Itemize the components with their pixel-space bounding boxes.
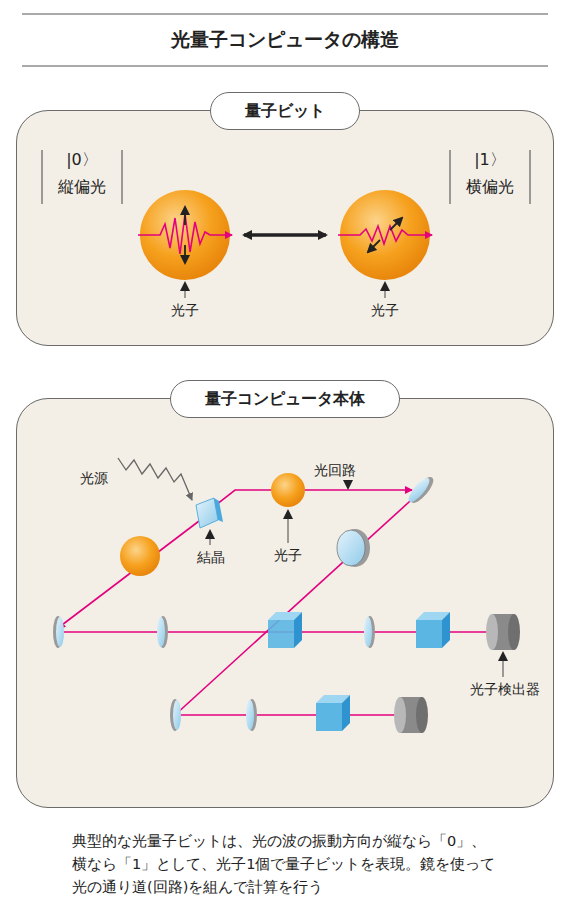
leader — [185, 283, 186, 298]
polarization-label: 横偏光 — [466, 177, 514, 196]
photon-horizontal — [338, 190, 432, 280]
wave-plate — [337, 529, 370, 567]
leader — [210, 481, 503, 677]
crystal — [196, 498, 223, 528]
caption: 典型的な光量子ビットは、光の波の振動方向が縦なら「0」、横なら「1」として、光子… — [72, 830, 500, 900]
panel-box: 量子コンピュータ本体 — [16, 398, 554, 808]
state-ket: |1〉 — [474, 150, 506, 169]
double-arrow — [244, 233, 326, 237]
part-label: 光回路 — [314, 462, 356, 479]
rule — [22, 14, 548, 15]
light-ray — [118, 458, 192, 500]
part-label: 光源 — [80, 470, 108, 487]
part-label: 結晶 — [197, 549, 225, 566]
leader — [385, 283, 386, 298]
part-label: 光子検出器 — [470, 681, 540, 698]
panel-heading: 量子ビット — [210, 92, 360, 130]
part-label: 光子 — [371, 302, 399, 319]
panel-ground — [16, 398, 554, 808]
optical-path — [58, 490, 492, 715]
polarization-label: 縦偏光 — [58, 177, 106, 196]
panel-box: 量子ビット — [16, 110, 554, 346]
photon — [120, 536, 160, 576]
mirror — [53, 474, 437, 731]
bracket — [42, 150, 530, 204]
panel-ground — [16, 110, 554, 346]
state-ket: |0〉 — [66, 150, 98, 169]
rule — [22, 66, 548, 67]
panel-heading: 量子コンピュータ本体 — [170, 380, 400, 418]
part-label: 光子 — [274, 547, 302, 564]
title: 光量子コンピュータの構造 — [0, 27, 570, 53]
photon-detector — [394, 614, 520, 733]
photon — [271, 473, 305, 507]
photon-vertical — [138, 190, 232, 280]
lens — [157, 616, 375, 731]
part-label: 光子 — [171, 302, 199, 319]
